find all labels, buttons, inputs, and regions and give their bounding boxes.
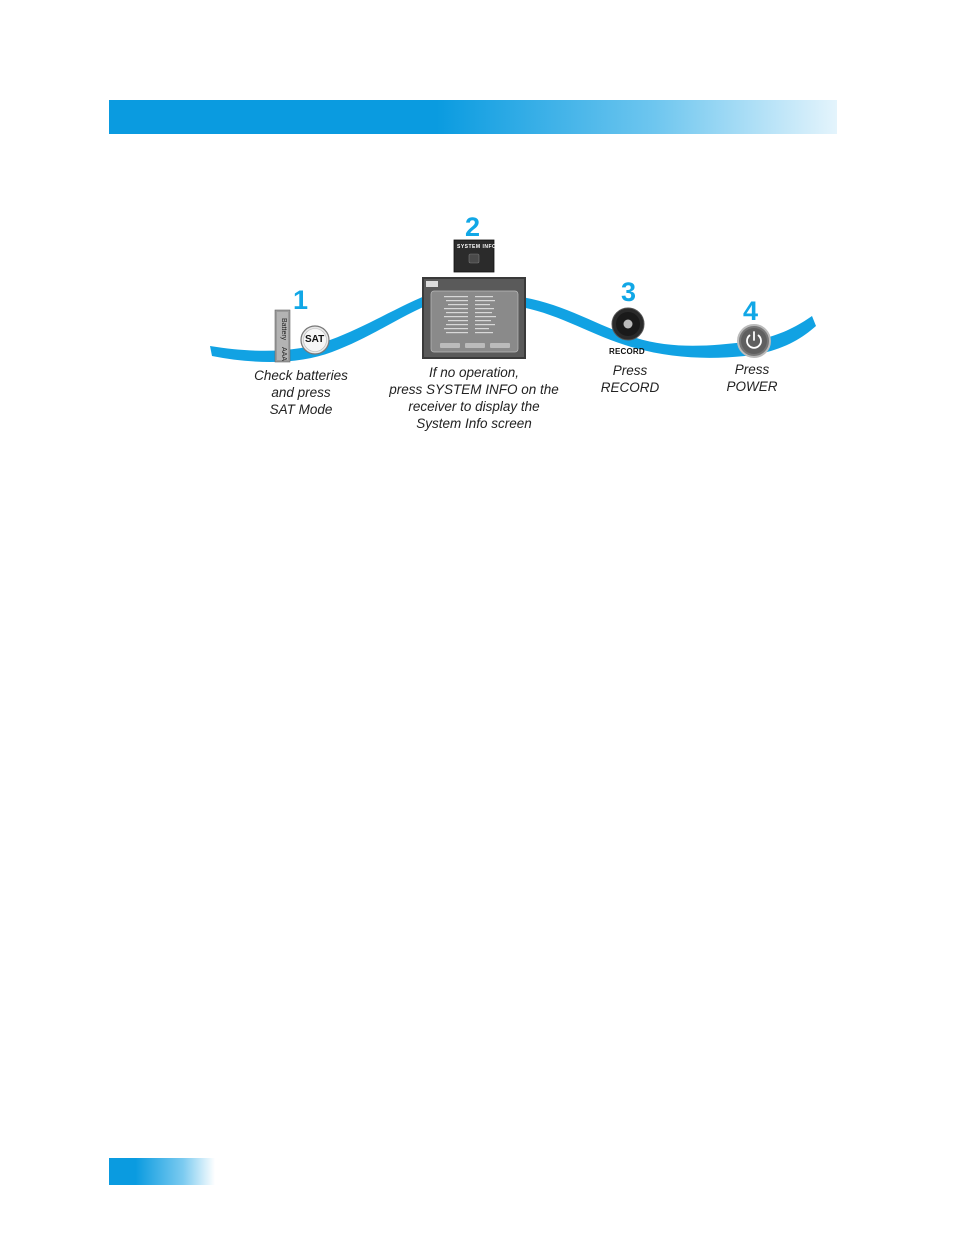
- record-button-icon: [611, 307, 645, 341]
- wave-ribbon: [210, 292, 816, 362]
- sat-button-icon: [300, 325, 330, 355]
- step-2-caption: If no operation, press SYSTEM INFO on th…: [389, 365, 559, 431]
- battery-size-label: AAA: [280, 347, 287, 362]
- record-button-label: RECORD: [609, 347, 645, 356]
- system-info-button-icon: [453, 239, 495, 273]
- header-bar: [109, 100, 837, 134]
- step-4-number: 4: [743, 296, 759, 326]
- sat-button-label: SAT: [305, 334, 325, 345]
- step-4-caption: Press POWER: [726, 362, 778, 394]
- power-button-icon: [737, 324, 771, 358]
- system-info-button-label: SYSTEM INFO: [457, 244, 497, 250]
- step-3-caption: Press RECORD: [600, 363, 660, 395]
- battery-label: Battery: [280, 318, 287, 341]
- step-1-number: 1: [293, 285, 309, 315]
- footer-bar: [109, 1158, 215, 1185]
- step-3-number: 3: [621, 277, 637, 307]
- step-1-caption: Check batteries and press SAT Mode: [254, 368, 348, 417]
- battery-icon: [274, 309, 291, 363]
- step-2-number: 2: [465, 212, 481, 242]
- system-info-screen-icon: [422, 277, 526, 359]
